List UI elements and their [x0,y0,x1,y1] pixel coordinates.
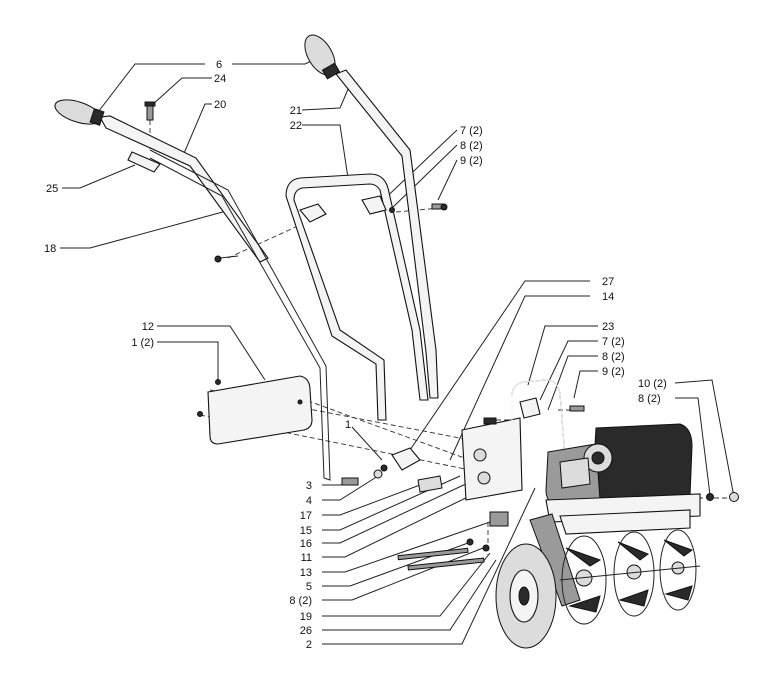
label-5: 5 [306,581,312,593]
wheel [495,543,557,649]
small-parts [341,447,509,571]
label-12: 12 [142,321,154,333]
label-14: 14 [602,291,614,303]
shield-plate [197,375,313,445]
label-2: 2 [306,639,312,651]
label-19: 19 [300,611,312,623]
label-20: 20 [214,99,226,111]
label-18: 18 [44,243,56,255]
label-17: 17 [300,510,312,522]
label-27: 27 [602,276,614,288]
label-7-top: 7 (2) [460,125,483,137]
tine-3 [659,529,697,611]
label-24: 24 [214,73,226,85]
label-9-right: 9 (2) [602,366,625,378]
right-handle [335,69,439,399]
label-11: 11 [301,552,312,564]
label-26: 26 [300,625,312,637]
label-8-bottom: 8 (2) [289,595,312,607]
callout-labels: 6 24 20 21 22 7 (2) 8 (2) 9 (2) 25 18 27… [44,59,667,651]
label-23: 23 [602,321,614,333]
label-3: 3 [306,480,312,492]
label-9-top: 9 (2) [460,155,483,167]
label-8-top: 8 (2) [460,140,483,152]
label-1-2: 1 (2) [131,337,154,349]
left-handle [99,115,331,481]
label-8-far: 8 (2) [638,393,661,405]
label-10-2: 10 (2) [638,378,667,390]
tiller-body [461,379,701,607]
tines [559,529,701,625]
label-15: 15 [300,525,312,537]
upper-frame [285,173,448,421]
bolt-24 [144,101,156,121]
label-16: 16 [300,538,312,550]
label-21: 21 [290,105,302,117]
label-4: 4 [306,495,312,507]
label-6: 6 [216,59,222,71]
tine-2 [613,531,655,617]
label-13: 13 [300,567,312,579]
handle-grips [54,34,341,126]
label-7-right: 7 (2) [602,336,625,348]
label-25: 25 [46,183,58,195]
label-8-right: 8 (2) [602,351,625,363]
label-22: 22 [290,120,302,132]
label-1: 1 [345,419,351,431]
side-nuts [706,492,739,502]
